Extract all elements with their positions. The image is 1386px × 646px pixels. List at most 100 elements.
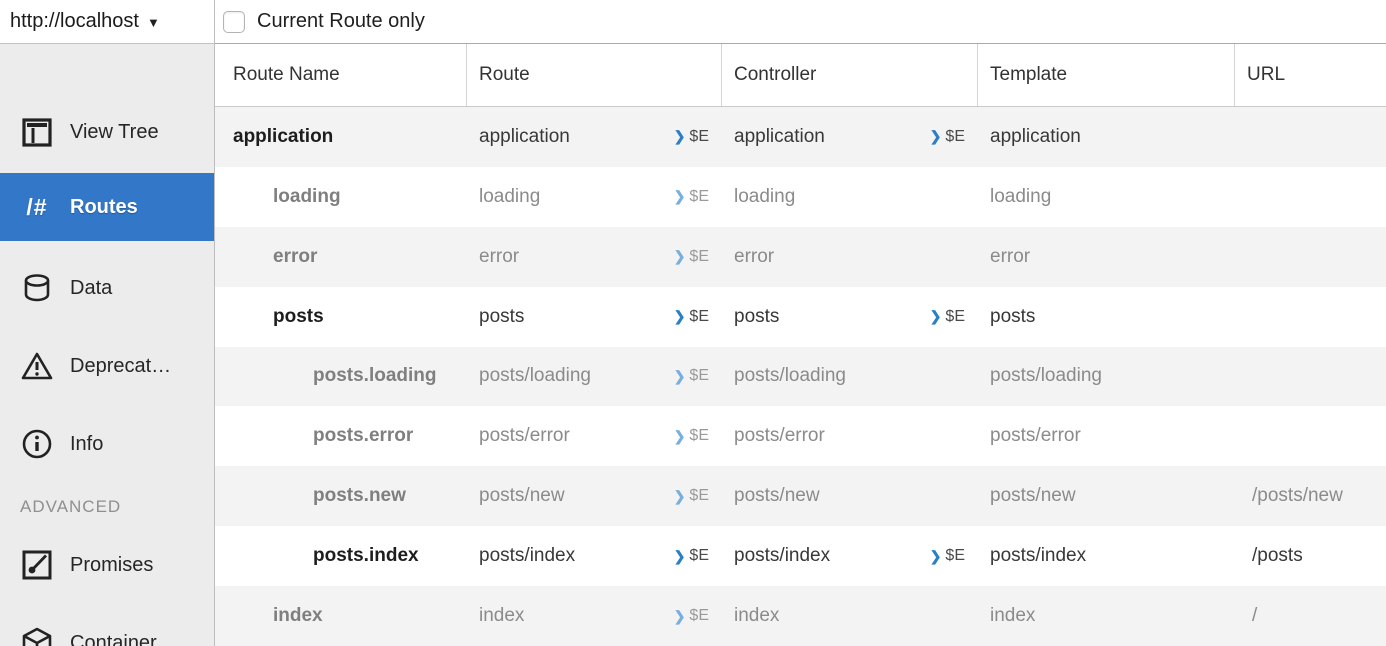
template-value: posts bbox=[990, 305, 1036, 327]
chevron-right-icon: ❯ bbox=[929, 308, 942, 325]
template-value: posts/new bbox=[990, 485, 1076, 507]
sidebar-item-container[interactable]: Container bbox=[0, 609, 214, 646]
url-cell: /posts bbox=[1235, 526, 1386, 586]
table-row: posts.new posts/new❯$E posts/new posts/n… bbox=[215, 466, 1386, 527]
sidebar-item-data[interactable]: Data bbox=[0, 254, 214, 322]
route-value: application bbox=[479, 125, 570, 147]
route-cell: posts/new❯$E bbox=[467, 466, 722, 526]
table-row: loading loading❯$E loading loading bbox=[215, 167, 1386, 227]
send-route-to-console-link[interactable]: ❯$E bbox=[674, 367, 709, 385]
route-name-cell: index bbox=[273, 605, 323, 627]
send-controller-to-console-link[interactable]: ❯$E bbox=[930, 547, 965, 565]
template-value: application bbox=[990, 125, 1081, 147]
table-row: posts.index posts/index❯$E posts/index❯$… bbox=[215, 526, 1386, 586]
send-route-to-console-link[interactable]: ❯$E bbox=[674, 547, 709, 565]
url-cell bbox=[1235, 287, 1386, 347]
send-controller-to-console-link[interactable]: ❯$E bbox=[930, 128, 965, 146]
promises-icon bbox=[19, 547, 55, 583]
url-value: / bbox=[1252, 605, 1258, 627]
sidebar-item-label: Container bbox=[70, 631, 157, 646]
url-value: /posts/new bbox=[1252, 485, 1343, 507]
data-icon bbox=[19, 270, 55, 306]
route-value: posts/loading bbox=[479, 365, 591, 387]
url-cell bbox=[1235, 406, 1386, 466]
send-route-to-console-link[interactable]: ❯$E bbox=[674, 128, 709, 146]
inspect-label: $E bbox=[689, 607, 709, 625]
send-route-to-console-link[interactable]: ❯$E bbox=[674, 248, 709, 266]
url-cell: /posts/new bbox=[1235, 466, 1386, 526]
chevron-right-icon: ❯ bbox=[929, 547, 942, 564]
chevron-right-icon: ❯ bbox=[929, 128, 942, 145]
template-value: loading bbox=[990, 185, 1052, 207]
sidebar-item-promises[interactable]: Promises bbox=[0, 531, 214, 599]
url-cell bbox=[1235, 107, 1386, 167]
template-cell: application bbox=[978, 107, 1235, 167]
route-name-cell: error bbox=[273, 245, 318, 267]
template-cell: posts/new bbox=[978, 466, 1235, 526]
sidebar-item-routes[interactable]: /# Routes bbox=[0, 173, 214, 241]
sidebar-item-label: View Tree bbox=[70, 120, 159, 143]
chevron-right-icon: ❯ bbox=[673, 188, 686, 205]
send-route-to-console-link[interactable]: ❯$E bbox=[674, 427, 709, 445]
inspect-label: $E bbox=[945, 127, 965, 145]
url-cell bbox=[1235, 227, 1386, 287]
template-value: posts/error bbox=[990, 425, 1081, 447]
route-cell: error❯$E bbox=[467, 227, 722, 287]
template-cell: posts/error bbox=[978, 406, 1235, 466]
route-value: posts/index bbox=[479, 545, 576, 567]
routes-table: application application❯$E application❯$… bbox=[215, 106, 1386, 646]
sidebar: http://localhost ▼ View Tree /# Routes bbox=[0, 0, 215, 646]
chevron-right-icon: ❯ bbox=[673, 427, 686, 444]
template-value: error bbox=[990, 245, 1031, 267]
warning-triangle-icon bbox=[19, 348, 55, 384]
inspect-label: $E bbox=[689, 367, 709, 385]
host-selector[interactable]: http://localhost ▼ bbox=[0, 0, 214, 44]
sidebar-item-label: Info bbox=[70, 432, 104, 455]
controller-cell: posts/index❯$E bbox=[722, 526, 978, 586]
template-value: posts/index bbox=[990, 545, 1087, 567]
send-route-to-console-link[interactable]: ❯$E bbox=[674, 607, 709, 625]
sidebar-item-info[interactable]: Info bbox=[0, 410, 214, 478]
column-header-url: URL bbox=[1247, 63, 1286, 85]
routes-panel: Current Route only Route Name Route Cont… bbox=[215, 0, 1386, 646]
inspect-label: $E bbox=[689, 247, 709, 265]
inspect-label: $E bbox=[689, 547, 709, 565]
chevron-right-icon: ❯ bbox=[673, 487, 686, 504]
route-cell: posts❯$E bbox=[467, 287, 722, 347]
controller-value: loading bbox=[734, 185, 796, 207]
route-name-cell: posts.loading bbox=[313, 365, 437, 387]
url-cell bbox=[1235, 167, 1386, 227]
template-cell: posts/loading bbox=[978, 347, 1235, 407]
send-route-to-console-link[interactable]: ❯$E bbox=[674, 188, 709, 206]
route-value: index bbox=[479, 605, 525, 627]
chevron-right-icon: ❯ bbox=[673, 308, 686, 325]
table-row: index index❯$E index index / bbox=[215, 586, 1386, 646]
table-row: application application❯$E application❯$… bbox=[215, 106, 1386, 167]
template-cell: index bbox=[978, 586, 1235, 646]
current-route-only-checkbox[interactable] bbox=[223, 10, 245, 33]
route-name-cell: loading bbox=[273, 185, 341, 207]
sidebar-item-label: Deprecat… bbox=[70, 354, 172, 377]
controller-cell: posts/new bbox=[722, 466, 978, 526]
route-cell: posts/loading ❯$E bbox=[467, 347, 722, 407]
current-route-only-label: Current Route only bbox=[257, 10, 425, 32]
view-tree-icon bbox=[19, 114, 55, 150]
sidebar-item-deprecations[interactable]: Deprecat… bbox=[0, 332, 214, 400]
inspect-label: $E bbox=[689, 127, 709, 145]
route-name-cell: application bbox=[233, 125, 334, 147]
chevron-down-icon: ▼ bbox=[146, 15, 160, 30]
sidebar-item-view-tree[interactable]: View Tree bbox=[0, 98, 214, 166]
template-cell: error bbox=[978, 227, 1235, 287]
chevron-right-icon: ❯ bbox=[673, 248, 686, 265]
send-route-to-console-link[interactable]: ❯$E bbox=[674, 308, 709, 326]
controller-value: posts/new bbox=[734, 485, 820, 507]
inspect-label: $E bbox=[689, 187, 709, 205]
column-header-route-name: Route Name bbox=[215, 44, 467, 106]
template-cell: posts/index bbox=[978, 526, 1235, 586]
send-controller-to-console-link[interactable]: ❯$E bbox=[930, 308, 965, 326]
sidebar-section-advanced: ADVANCED bbox=[20, 497, 122, 516]
inspect-label: $E bbox=[689, 427, 709, 445]
url-cell bbox=[1235, 347, 1386, 407]
send-route-to-console-link[interactable]: ❯$E bbox=[674, 487, 709, 505]
